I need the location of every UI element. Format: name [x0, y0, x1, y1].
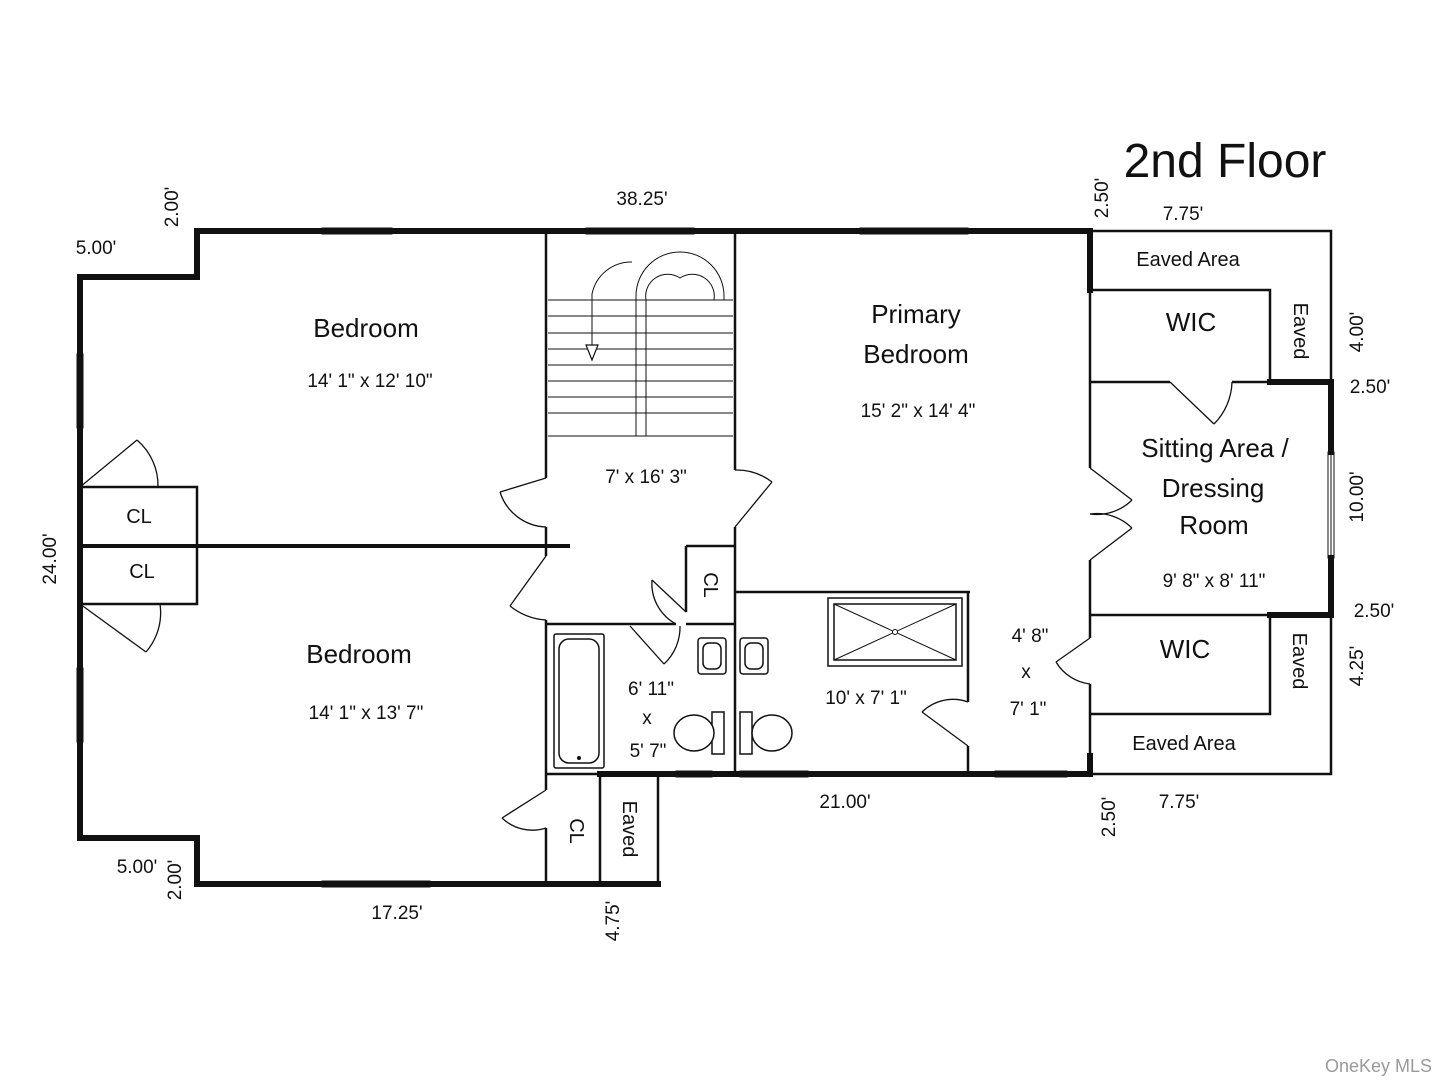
hall-size: 7' x 16' 3" [605, 467, 687, 488]
passage-size-3: 7' 1" [1010, 699, 1047, 720]
dim-bottom-right: 7.75' [1159, 792, 1200, 813]
dimension-labels: 38.25' 7.75' 2.50' 5.00' 2.00' 24.00' 5.… [40, 178, 1394, 942]
dim-left-step-top-v: 2.00' [162, 187, 183, 228]
primary-bath-size: 10' x 7' 1" [825, 688, 907, 709]
closet-lower-label: CL [129, 561, 155, 583]
dim-right-step-lower: 2.50' [1354, 601, 1395, 622]
eaved-area-bottom-label: Eaved Area [1132, 733, 1236, 755]
dim-left-total: 24.00' [40, 533, 61, 584]
dim-right-step-upper: 2.50' [1350, 377, 1391, 398]
eaved-lower-label: Eaved [1288, 633, 1310, 690]
doors [79, 381, 1233, 831]
room-labels: Bedroom 14' 1" x 12' 10" Bedroom 14' 1" … [126, 249, 1311, 857]
hall-bath-size-2: x [642, 708, 652, 729]
dim-left-step-bottom: 5.00' [117, 857, 158, 878]
bedroom-lower-name: Bedroom [306, 639, 412, 669]
closet-upper-label: CL [126, 506, 152, 528]
sitting-area-name-1: Sitting Area / [1141, 433, 1289, 463]
dim-bottom-mid: 21.00' [819, 792, 870, 813]
dim-left-step-top: 5.00' [76, 238, 117, 259]
primary-bedroom-name-2: Bedroom [863, 339, 969, 369]
dim-bottom-right-step: 2.50' [1099, 797, 1120, 838]
sitting-area-name-2: Dressing [1162, 473, 1265, 503]
passage-size-1: 4' 8" [1012, 626, 1049, 647]
closet-hall-label: CL [699, 572, 721, 598]
eaved-bottom-label: Eaved [618, 801, 640, 858]
exterior-walls [77, 228, 1334, 887]
sitting-area-name-3: Room [1179, 510, 1248, 540]
windows [76, 227, 1335, 888]
dim-bottom-left: 17.25' [371, 903, 422, 924]
bedroom-lower-size: 14' 1" x 13' 7" [309, 703, 424, 724]
eaved-area-top-label: Eaved Area [1136, 249, 1240, 271]
dim-right-upper: 4.00' [1347, 312, 1368, 353]
dim-bottom-step: 4.75' [603, 901, 624, 942]
dim-right-mid: 10.00' [1347, 471, 1368, 522]
passage-size-2: x [1021, 662, 1031, 683]
wic-upper-label: WIC [1166, 307, 1217, 337]
primary-bedroom-name-1: Primary [871, 299, 961, 329]
eaved-upper-label: Eaved [1289, 303, 1311, 360]
watermark-text: OneKey MLS [1325, 1056, 1432, 1076]
floor-title: 2nd Floor [1124, 135, 1327, 188]
primary-bedroom-size: 15' 2" x 14' 4" [861, 401, 976, 422]
interior-walls [80, 231, 1270, 884]
dim-left-step-bottom-v: 2.00' [165, 860, 186, 901]
bath-fixtures [553, 597, 963, 769]
bedroom-upper-name: Bedroom [313, 313, 419, 343]
bedroom-upper-size: 14' 1" x 12' 10" [307, 371, 432, 392]
dim-top-right: 7.75' [1163, 204, 1204, 225]
toilet-primary-bath [739, 711, 753, 755]
dim-right-lower: 4.25' [1347, 646, 1368, 687]
dim-top-main: 38.25' [616, 189, 667, 210]
sitting-area-size: 9' 8" x 8' 11" [1163, 571, 1266, 592]
wic-lower-label: WIC [1160, 634, 1211, 664]
dim-top-right-step: 2.50' [1092, 178, 1113, 219]
closet-bottom-label: CL [565, 818, 587, 844]
hall-bath-size-3: 5' 7" [630, 741, 667, 762]
staircase [548, 251, 733, 437]
hall-bath-size-1: 6' 11" [628, 679, 674, 700]
knee-walls [600, 229, 1333, 884]
